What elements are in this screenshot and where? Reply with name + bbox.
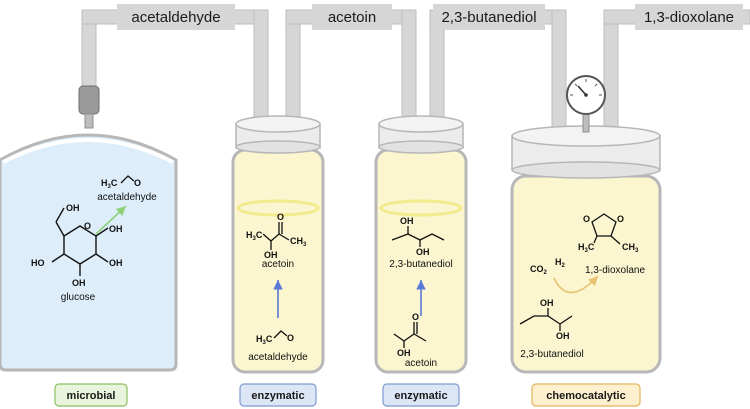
pipe-label-bg [635, 4, 743, 30]
pipe-label-acetoin: acetoin [328, 9, 376, 26]
butanediol-product-label: 2,3-butanediol [389, 259, 452, 270]
pipe-vertical [253, 9, 269, 119]
pipe-label-acetaldehyde: acetaldehyde [131, 9, 220, 26]
pipe-label-bg [117, 4, 235, 30]
svg-text:OH: OH [66, 203, 80, 213]
svg-text:O: O [412, 312, 419, 322]
pipe-label-bg [312, 4, 392, 30]
dioxolane-product-label: 1,3-dioxolane [585, 265, 645, 276]
reagent-co2: CO2 [530, 264, 548, 276]
badge-microbial: microbial [54, 383, 128, 407]
reaction-arrow [95, 205, 127, 235]
svg-text:H3C: H3C [246, 230, 263, 242]
badge-enzymatic-2: enzymatic [382, 383, 460, 407]
svg-text:OH: OH [109, 258, 123, 268]
acetaldehyde-product-label: acetaldehyde [97, 192, 157, 203]
svg-text:CH3: CH3 [290, 236, 307, 248]
pipe-vertical [285, 9, 301, 119]
badge-enzymatic-1: enzymatic [239, 383, 317, 407]
svg-text:CH3: CH3 [622, 242, 639, 254]
acetoin-start-label: acetoin [405, 358, 437, 369]
svg-text:O: O [84, 221, 91, 231]
svg-text:chemocatalytic: chemocatalytic [546, 390, 625, 402]
acetoin-product-label: acetoin [262, 259, 294, 270]
pipe-label-butanediol: 2,3-butanediol [441, 9, 536, 26]
reaction-arrow [553, 275, 599, 294]
vessel-microbial [0, 133, 178, 372]
pressure-gauge-icon [566, 75, 606, 133]
pipe-vertical [401, 9, 417, 119]
svg-text:H3C: H3C [101, 178, 118, 190]
valve-icon [78, 85, 100, 129]
svg-text:enzymatic: enzymatic [251, 390, 304, 402]
pipe-label-bg [433, 4, 545, 30]
svg-text:O: O [277, 212, 284, 222]
vessel-chemocatalytic [510, 125, 662, 374]
svg-text:H3C: H3C [578, 242, 595, 254]
badge-chemocatalytic: chemocatalytic [531, 383, 641, 407]
pipe-label-dioxolane: 1,3-dioxolane [644, 9, 734, 26]
svg-text:OH: OH [400, 216, 414, 226]
svg-text:H3C: H3C [256, 334, 273, 346]
vessel-enzymatic-2 [374, 115, 468, 374]
butanediol-start-label: 2,3-butanediol [520, 349, 583, 360]
reagent-h2: H2 [555, 257, 566, 269]
glucose-structure [51, 207, 109, 276]
svg-text:HO: HO [31, 258, 45, 268]
svg-text:O: O [617, 214, 624, 224]
svg-text:O: O [287, 333, 294, 343]
glucose-label: glucose [61, 292, 96, 303]
svg-text:enzymatic: enzymatic [394, 390, 447, 402]
svg-text:OH: OH [416, 247, 430, 257]
vessel-enzymatic-1 [231, 115, 325, 374]
svg-text:OH: OH [264, 250, 278, 260]
acetaldehyde-start-label: acetaldehyde [248, 352, 308, 363]
svg-text:OH: OH [72, 278, 86, 288]
svg-text:OH: OH [556, 331, 570, 341]
svg-text:OH: OH [109, 224, 123, 234]
svg-text:microbial: microbial [67, 390, 116, 402]
svg-text:O: O [134, 178, 141, 188]
svg-text:OH: OH [540, 298, 554, 308]
svg-text:O: O [583, 214, 590, 224]
svg-text:OH: OH [397, 348, 411, 358]
